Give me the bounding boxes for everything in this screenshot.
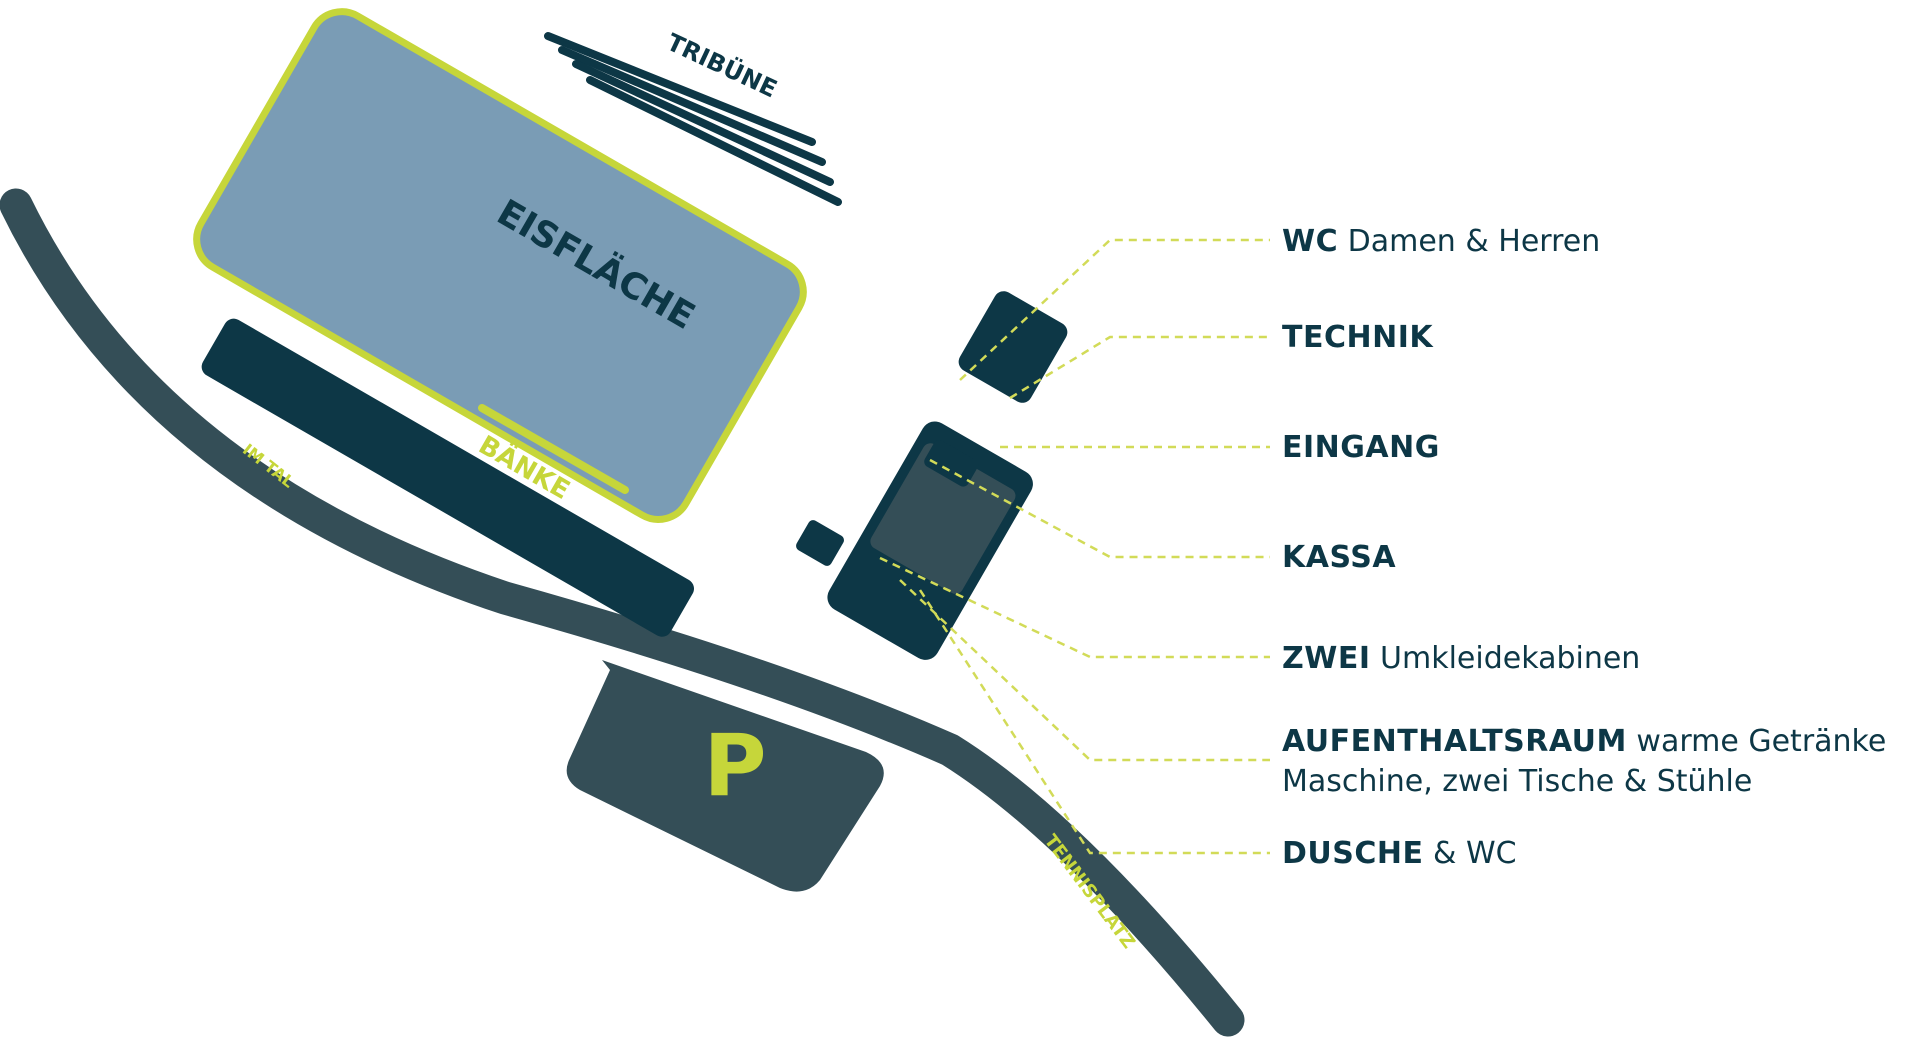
leader-umkleide [879,556,1270,659]
legend-dusche-detail: & WC [1423,836,1517,871]
legend-kassa-title: KASSA [1282,540,1397,575]
leader-lines [879,238,1270,855]
legend-eingang-title: EINGANG [1282,430,1440,465]
legend-umkleide-detail: Umkleidekabinen [1370,641,1641,676]
legend-technik-title: TECHNIK [1282,320,1434,355]
legend-kassa: KASSA [1282,538,1396,578]
legend-aufenthalt: AUFENTHALTSRAUM warme Getränke Maschine,… [1282,722,1886,802]
legend-dusche-title: DUSCHE [1282,836,1424,871]
legend-aufenthalt-detail: warme Getränke [1626,724,1887,759]
leader-kassa [929,458,1270,559]
technik-building [958,291,1068,403]
legend-aufenthalt-detail-line2: Maschine, zwei Tische & Stühle [1282,764,1753,799]
leader-technik [1009,335,1270,400]
kiosk-building [796,520,844,566]
ice-rink [193,8,807,523]
leader-wc [959,238,1270,381]
legend-eingang: EINGANG [1282,428,1440,468]
legend-umkleide-title: ZWEI [1282,641,1371,676]
main-building-room [870,443,1016,594]
legend-wc-detail: Damen & Herren [1338,224,1601,259]
bench-line [478,404,629,494]
parking-label: P [703,716,766,816]
legend-umkleide: ZWEI Umkleidekabinen [1282,639,1640,679]
parking-lot [566,660,884,892]
bench-strip [201,318,694,637]
leader-aufenthalt [899,579,1270,762]
entrance-block [924,440,979,487]
tribune-stands [544,32,842,206]
legend-aufenthalt-title: AUFENTHALTSRAUM [1282,724,1627,759]
street-road [0,188,1245,1037]
legend-dusche: DUSCHE & WC [1282,834,1517,874]
leader-dusche [918,589,1270,855]
legend-wc-title: WC [1282,224,1339,259]
legend-technik: TECHNIK [1282,318,1433,358]
legend-wc: WC Damen & Herren [1282,222,1600,262]
